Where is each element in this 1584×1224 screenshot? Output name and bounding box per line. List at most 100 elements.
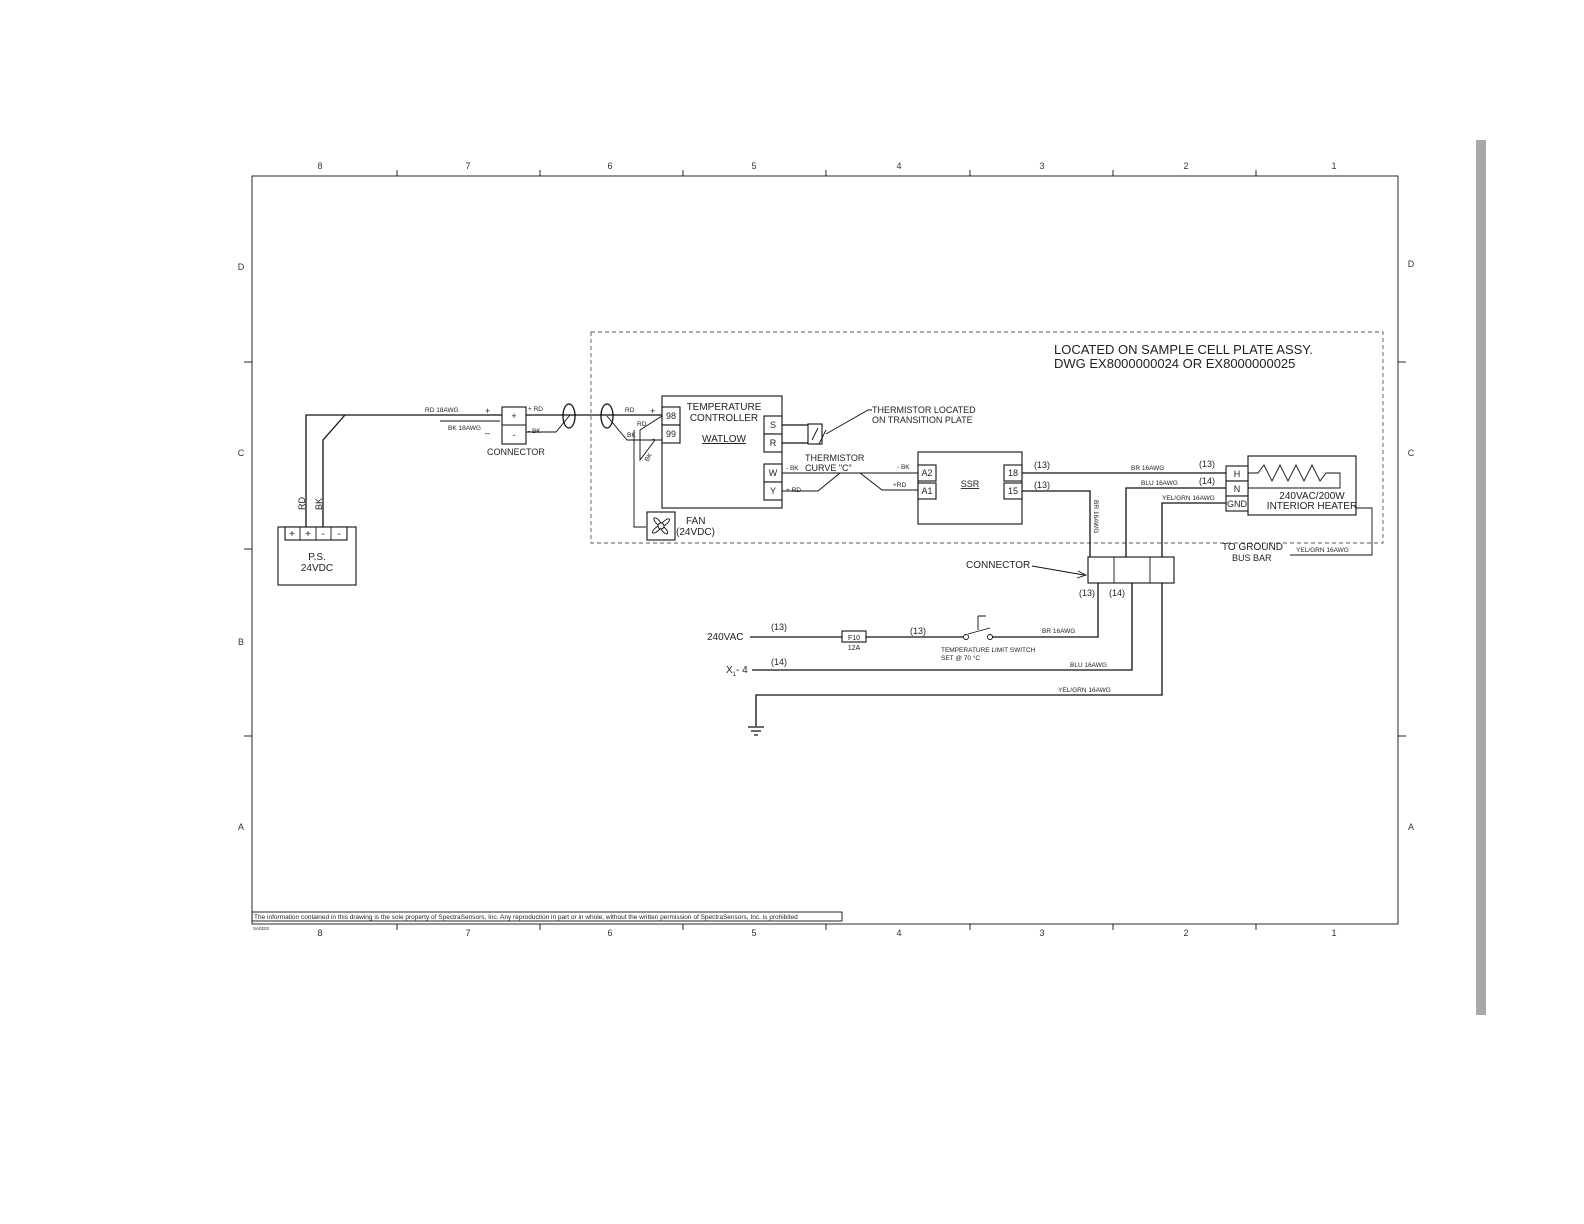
ps-terminal: - xyxy=(337,529,340,540)
ssr-in-a2: - BK xyxy=(897,464,910,471)
location-note-line1: LOCATED ON SAMPLE CELL PLATE ASSY. xyxy=(1054,342,1313,357)
cable-bk-join xyxy=(526,414,571,433)
ctrl-in-plus: + xyxy=(650,406,655,416)
supply-x-sub: 1 xyxy=(733,672,737,678)
fuse-label: F10 xyxy=(848,635,860,642)
col-label: 1 xyxy=(1331,161,1336,171)
supply-blu-label: BLU 16AWG xyxy=(1070,662,1107,669)
conn1-out-rd: + RD xyxy=(528,406,543,413)
heater-h: H xyxy=(1234,469,1241,479)
term-y: Y xyxy=(770,486,776,496)
conn2-w13: (13) xyxy=(1079,588,1095,598)
thermistor-curve1: THERMISTOR xyxy=(805,453,865,463)
thermistor-icon xyxy=(782,423,827,445)
term-s: S xyxy=(770,420,776,430)
thermistor-leader xyxy=(825,409,872,435)
col-label: 3 xyxy=(1039,928,1044,938)
wire-yel-to-gnd xyxy=(1161,502,1226,557)
fan-icon xyxy=(646,511,676,541)
cable-sheath-2 xyxy=(600,403,614,429)
cable-sheath-1 xyxy=(562,403,576,429)
column-labels-bottom: 8 7 6 5 4 3 2 1 xyxy=(317,928,1336,938)
thermistor-note2: ON TRANSITION PLATE xyxy=(872,415,973,425)
connector-2-label: CONNECTOR xyxy=(966,560,1030,571)
term-r: R xyxy=(770,438,777,448)
ssr-a1: A1 xyxy=(921,486,932,496)
fuse-rating: 12A xyxy=(848,645,861,652)
column-ticks-bottom xyxy=(396,924,1257,930)
conn-in-plus: + xyxy=(485,406,490,416)
fan-rd-wire xyxy=(639,415,663,462)
limit-switch-icon xyxy=(963,615,993,640)
wire-bk-run xyxy=(440,420,500,422)
conn1-out-bk: - BK xyxy=(528,428,541,435)
row-label: A xyxy=(1408,822,1414,832)
w14-heater: (14) xyxy=(1199,476,1215,486)
heater-label: INTERIOR HEATER xyxy=(1267,501,1357,512)
ctrl-sub-rd: RD xyxy=(637,421,647,428)
ctrl-out-w: - BK xyxy=(786,465,799,472)
wire-br-vertical: BR 16AWG xyxy=(1092,500,1099,533)
col-label: 3 xyxy=(1039,161,1044,171)
ground-icon xyxy=(748,726,764,736)
vertical-scrollbar[interactable] xyxy=(1476,140,1486,1015)
row-label: D xyxy=(1408,259,1415,269)
fan-bk-wire xyxy=(633,430,646,528)
footer-box xyxy=(251,911,843,922)
col-label: 6 xyxy=(607,161,612,171)
heater-element-icon xyxy=(1248,463,1341,489)
column-labels-top: 8 7 6 5 4 3 2 1 xyxy=(317,161,1336,171)
w13-top: (13) xyxy=(1034,460,1050,470)
ctrl-sub-bk: BK xyxy=(644,451,655,463)
col-label: 1 xyxy=(1331,928,1336,938)
supply-yel-label: YEL/GRN 16AWG xyxy=(1058,687,1111,694)
wire-bk-label: BK 18AWG xyxy=(448,425,481,432)
ground-wire-label: YEL/GRN 16AWG xyxy=(1296,547,1349,554)
heater-ground-wire xyxy=(1290,507,1373,556)
row-labels: D C B A D C A xyxy=(238,259,1415,832)
row-ticks xyxy=(244,361,1406,737)
supply-wire-br xyxy=(992,583,1099,638)
heater-n: N xyxy=(1234,484,1241,494)
ssr-a2: A2 xyxy=(921,468,932,478)
wire-bk-18awg xyxy=(322,414,346,527)
conn1-minus: - xyxy=(513,430,516,440)
fan-voltage: (24VDC) xyxy=(676,527,715,538)
switch-label1: TEMPERATURE LIMIT SWITCH xyxy=(941,647,1036,654)
ground-bus-label2: BUS BAR xyxy=(1232,553,1272,563)
power-supply: + + - - P.S. 24VDC xyxy=(277,526,357,586)
ctrl-in-minus: - xyxy=(652,434,655,444)
wire-blu-to-n xyxy=(1125,487,1226,557)
ssr-15: 15 xyxy=(1008,486,1018,496)
row-label: D xyxy=(238,262,245,272)
sample-cell-plate-boundary xyxy=(590,331,1384,544)
col-label: 8 xyxy=(317,161,322,171)
w13-mid: (13) xyxy=(1034,480,1050,490)
ps-wire-bk: BK xyxy=(314,498,324,510)
wire-rd-label: RD 18AWG xyxy=(425,407,459,414)
connector-2 xyxy=(1087,556,1175,584)
switch-label2: SET @ 70 °C xyxy=(941,654,980,662)
term-99: 99 xyxy=(666,429,676,439)
supply-wire-yel xyxy=(755,583,1163,726)
thermistor-note1: THERMISTOR LOCATED xyxy=(872,405,976,415)
wire-y-a2 xyxy=(782,472,918,492)
location-note-line2: DWG EX8000000024 OR EX8000000025 xyxy=(1054,356,1295,371)
wire-br-label: BR 16AWG xyxy=(1131,465,1164,472)
col-label: 7 xyxy=(465,161,470,171)
footer-code: SA0202 xyxy=(253,926,270,931)
col-label: 2 xyxy=(1183,161,1188,171)
supply-w14: (14) xyxy=(771,657,787,667)
row-label: B xyxy=(238,637,244,647)
col-label: 2 xyxy=(1183,928,1188,938)
ssr-18: 18 xyxy=(1008,468,1018,478)
ps-terminal: - xyxy=(321,529,324,540)
supply-wire-blu xyxy=(752,583,1133,671)
supply-x-post: - 4 xyxy=(736,665,748,676)
supply-x-label: X1- 4 xyxy=(726,665,748,678)
conn1-plus: + xyxy=(511,411,516,421)
col-label: 5 xyxy=(751,928,756,938)
ps-terminal: + xyxy=(305,529,311,540)
wire-yel-label: YEL/GRN 16AWG xyxy=(1162,495,1215,502)
